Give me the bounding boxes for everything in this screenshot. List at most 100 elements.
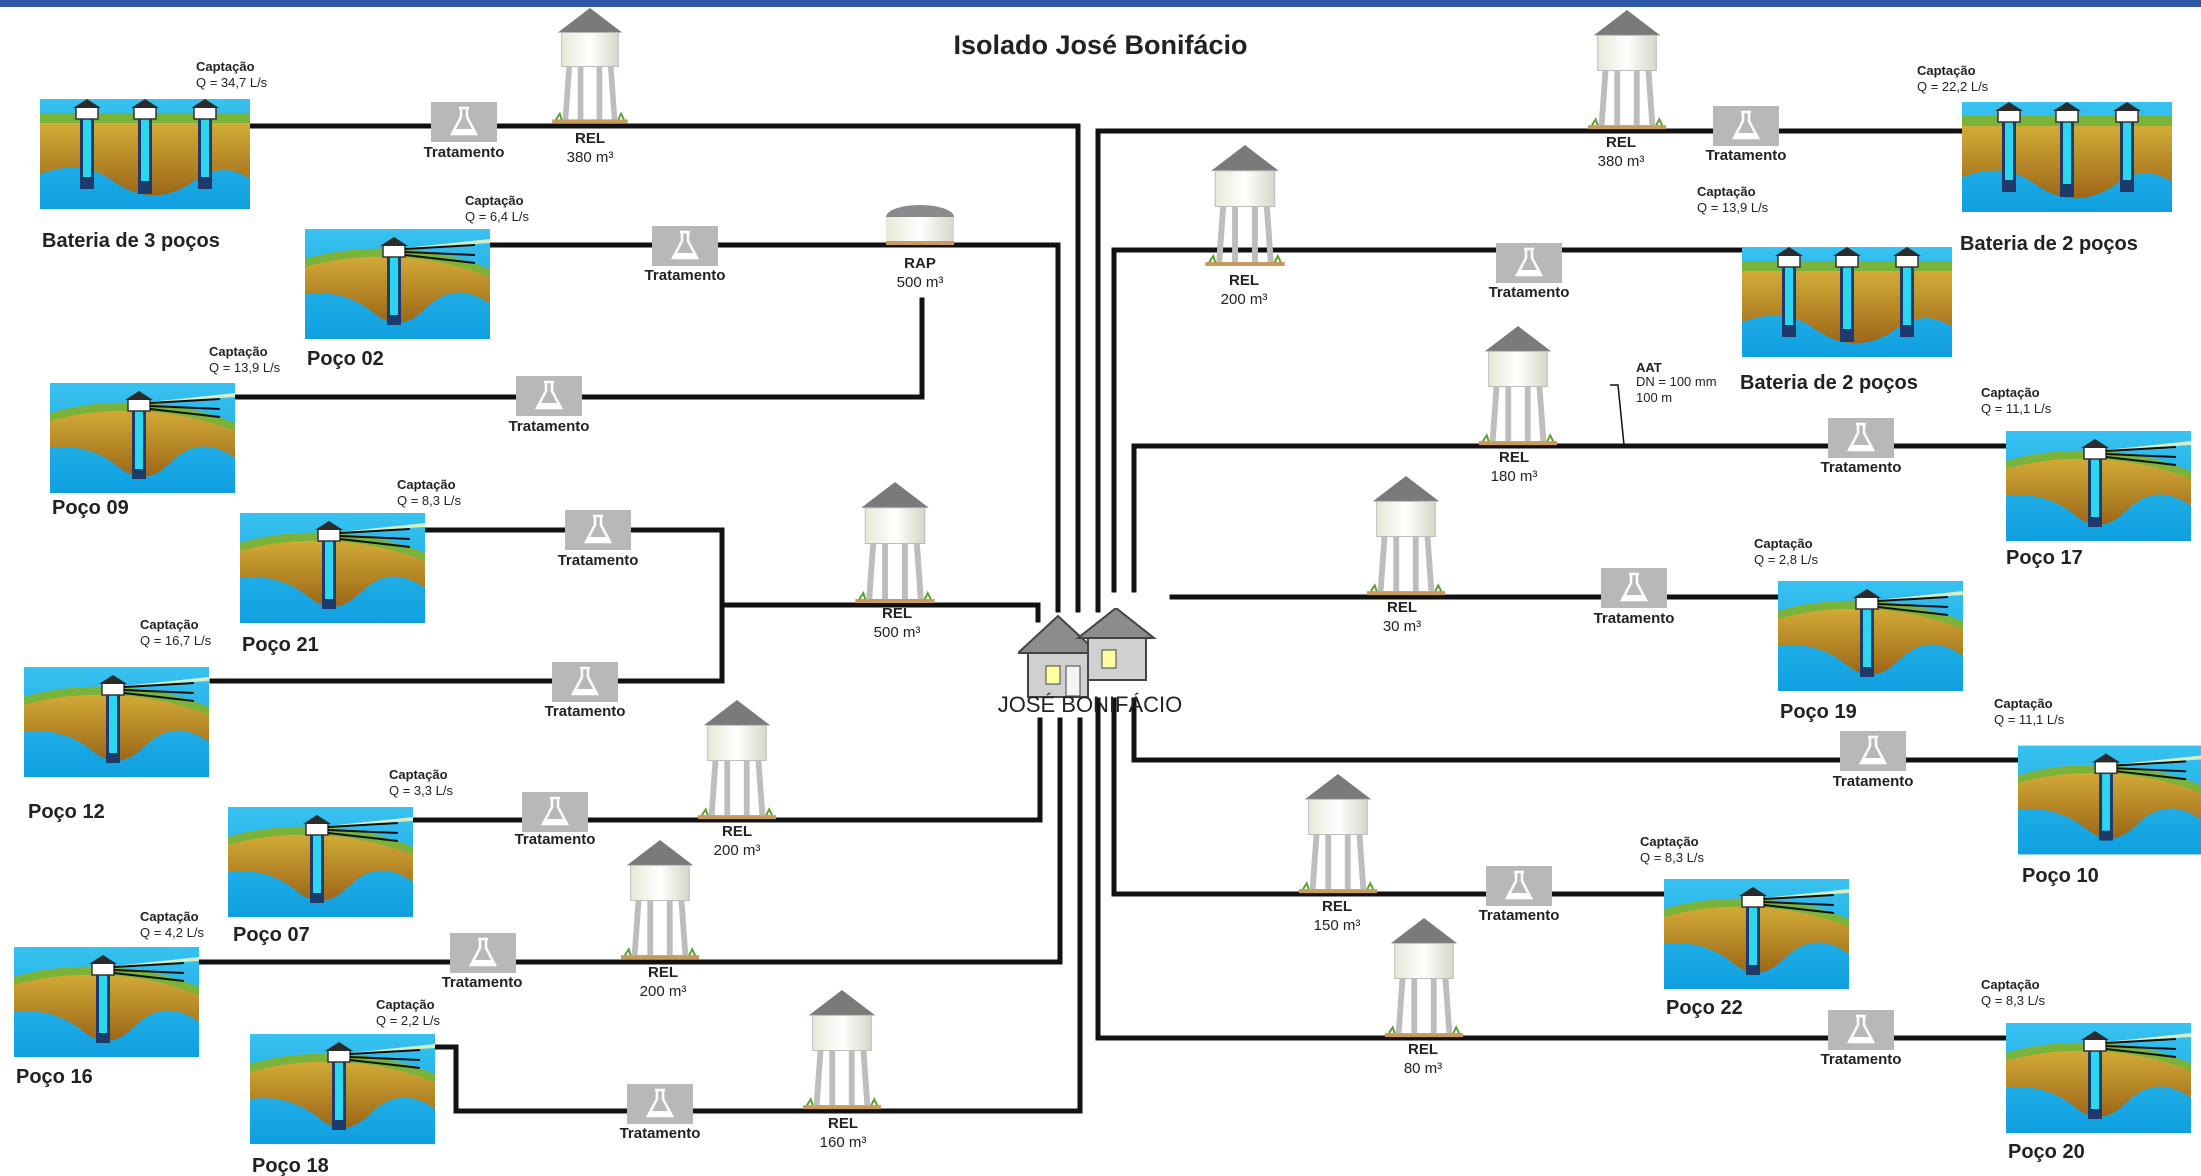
well-flow: Q = 4,2 L/s (140, 925, 204, 940)
well-icon (1778, 579, 1963, 693)
well-name: Poço 12 (28, 801, 105, 823)
treatment-flask-icon (1486, 866, 1552, 906)
captacao-label: Captação (140, 617, 199, 632)
treatment-flask-icon (516, 376, 582, 416)
reservoir-volume: 150 m³ (1314, 917, 1361, 934)
well-name: Poço 09 (52, 497, 129, 519)
treatment-flask-icon (431, 102, 497, 142)
reservoir-rel-80: REL 80 m³ (1385, 918, 1463, 1077)
well-poco-19: Captação Q = 2,8 L/s Poço 19 (1754, 536, 1963, 723)
treatment-label: Tratamento (620, 1125, 701, 1142)
well-poco-09: Captação Q = 13,9 L/s Poço 09 (50, 344, 281, 519)
treatment-label: Tratamento (545, 703, 626, 720)
reservoir-volume: 160 m³ (820, 1134, 867, 1151)
captacao-label: Captação (140, 909, 199, 924)
treatment-label: Tratamento (1706, 147, 1787, 164)
well-battery-icon (40, 98, 250, 210)
well-name: Poço 19 (1780, 701, 1857, 723)
well-flow: Q = 8,3 L/s (397, 493, 461, 508)
aat-annotation: AAT DN = 100 mm 100 m (1636, 360, 1717, 405)
captacao-label: Captação (1981, 977, 2040, 992)
water-tower-icon (1299, 774, 1377, 891)
well-icon (2018, 744, 2201, 856)
well-poco-18: Captação Q = 2,2 L/s Poço 18 (250, 997, 440, 1176)
reservoir-volume: 200 m³ (714, 842, 761, 859)
well-poco-10: Captação Q = 11,1 L/s Poço 10 (1994, 696, 2201, 887)
water-tower-icon (552, 8, 628, 121)
well-icon (228, 805, 413, 919)
reservoir-rel-160: REL 160 m³ (803, 990, 881, 1151)
well-flow: Q = 11,1 L/s (1981, 401, 2052, 416)
treatment-flask-icon (1828, 418, 1894, 458)
treatment-label: Tratamento (1479, 907, 1560, 924)
treatment-flask-icon (1840, 731, 1906, 771)
water-tower-icon (1367, 476, 1445, 593)
top-bar (0, 0, 2201, 7)
reservoir-tank-icon (884, 203, 956, 245)
well-battery-icon (1742, 246, 1952, 358)
well-name: Poço 21 (242, 634, 319, 656)
reservoir-volume: 380 m³ (1598, 153, 1645, 170)
well-name: Bateria de 3 poços (42, 230, 220, 252)
reservoir-volume: 380 m³ (567, 149, 614, 166)
captacao-label: Captação (1640, 834, 1699, 849)
captacao-label: Captação (465, 193, 524, 208)
treatment-label: Tratamento (1821, 459, 1902, 476)
reservoir-type: REL (882, 605, 912, 622)
well-flow: Q = 13,9 L/s (209, 360, 281, 375)
well-name: Poço 18 (252, 1155, 329, 1176)
treatment-flask-icon (450, 933, 516, 973)
treatment-flask-icon (1601, 568, 1667, 608)
reservoir-volume: 500 m³ (874, 624, 921, 641)
treatment-label: Tratamento (645, 267, 726, 284)
treatment-flask-icon (552, 662, 618, 702)
captacao-label: Captação (376, 997, 435, 1012)
well-icon (2006, 1021, 2191, 1135)
well-poco-07: Captação Q = 3,3 L/s Poço 07 (228, 767, 453, 946)
reservoir-type: REL (575, 130, 605, 147)
treatment-flask-icon (1496, 243, 1562, 283)
well-icon (240, 511, 425, 625)
well-name: Poço 07 (233, 924, 310, 946)
well-flow: Q = 8,3 L/s (1981, 993, 2045, 1008)
treatment-flask-icon (565, 510, 631, 550)
well-flow: Q = 8,3 L/s (1640, 850, 1704, 865)
reservoir-type: REL (648, 964, 678, 981)
well-name: Poço 17 (2006, 547, 2083, 569)
well-name: Poço 10 (2022, 865, 2099, 887)
treatment-label: Tratamento (1821, 1051, 1902, 1068)
reservoir-type: REL (1408, 1041, 1438, 1058)
reservoir-volume: 180 m³ (1491, 468, 1538, 485)
water-tower-icon (1479, 326, 1557, 443)
reservoir-type: REL (1322, 898, 1352, 915)
captacao-label: Captação (1994, 696, 2053, 711)
treatment-label: Tratamento (1489, 284, 1570, 301)
water-tower-icon (1205, 145, 1284, 264)
well-flow: Q = 13,9 L/s (1697, 200, 1769, 215)
treatment-label: Tratamento (424, 144, 505, 161)
treatment-flask-icon (1828, 1010, 1894, 1050)
well-icon (250, 1032, 435, 1146)
treatment-label: Tratamento (442, 974, 523, 991)
reservoir-rel-200-a: REL 200 m³ (698, 700, 776, 859)
reservoir-type: REL (1499, 449, 1529, 466)
reservoir-type: RAP (904, 255, 936, 272)
reservoir-type: REL (1229, 272, 1259, 289)
reservoir-rel-380-left: REL 380 m³ (552, 8, 628, 166)
reservoir-type: REL (1387, 599, 1417, 616)
reservoir-type: REL (1606, 134, 1636, 151)
well-name: Bateria de 2 poços (1740, 372, 1918, 394)
well-poco-17: Captação Q = 11,1 L/s Poço 17 (1981, 385, 2191, 569)
water-tower-icon (1385, 918, 1463, 1035)
reservoir-type: REL (828, 1115, 858, 1132)
well-flow: Q = 6,4 L/s (465, 209, 529, 224)
reservoir-rel-500: REL 500 m³ (855, 482, 934, 641)
aat-length: 100 m (1636, 390, 1672, 405)
well-flow: Q = 2,2 L/s (376, 1013, 440, 1028)
well-flow: Q = 11,1 L/s (1994, 712, 2065, 727)
well-name: Poço 02 (307, 348, 384, 370)
treatment-flask-icon (522, 792, 588, 832)
well-icon (1664, 877, 1849, 991)
reservoir-volume: 80 m³ (1404, 1060, 1442, 1077)
